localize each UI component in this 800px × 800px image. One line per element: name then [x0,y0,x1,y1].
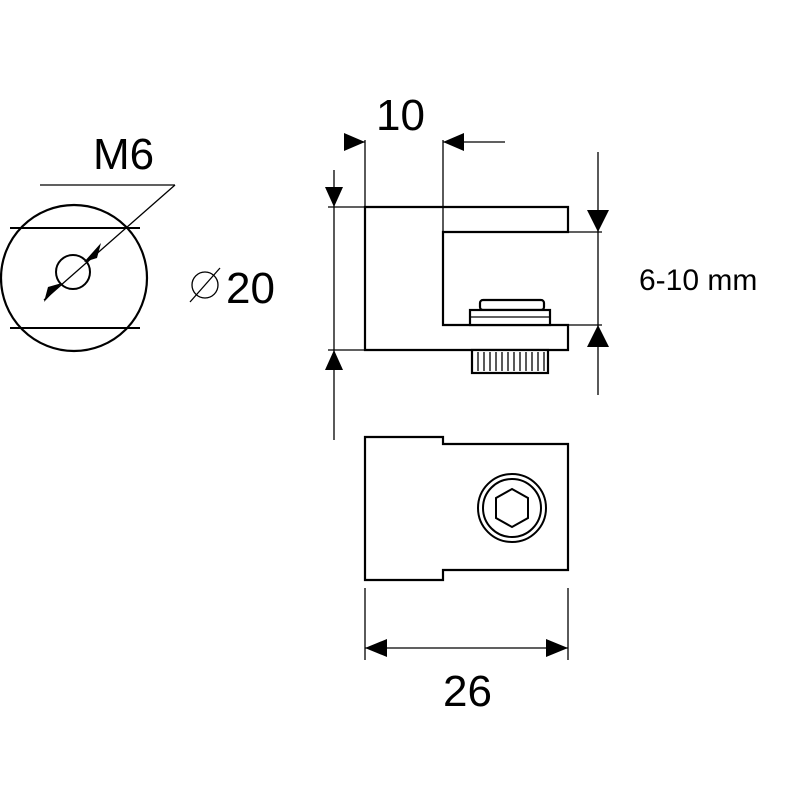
dimg-arrow-bottom [587,325,609,347]
side-view: 10 6-10 mm [325,91,757,440]
m6-arrow-upper [84,243,101,262]
diameter-value: 20 [226,264,275,313]
screw-thread [470,348,550,375]
top-view: 26 [363,435,570,716]
dim10-arrow-right [443,133,464,151]
dim10-arrow-left [344,133,365,151]
screw-head-inner [482,478,542,538]
dimh-arrow-bottom [325,350,343,370]
dimg-arrow-top [587,210,609,232]
diameter-symbol-slash [189,267,221,303]
diameter-callout: 20 [189,264,275,313]
top-view-outline [363,435,570,582]
m6-label: M6 [93,130,154,179]
diameter-symbol-icon [191,271,219,299]
m6-arrow-lower [44,283,62,302]
dim26-label: 26 [443,667,492,716]
dimh-arrow-top [325,187,343,207]
dim26-arrow-right [546,639,568,657]
screw-cap [478,298,546,312]
clip-body-outline [363,205,570,352]
outer-circle [0,203,149,353]
round-view: M6 [0,130,176,353]
glass-range-label: 6-10 mm [639,264,757,297]
m6-leader [43,184,176,301]
thread-lines [477,352,545,371]
dim10-label: 10 [376,91,425,140]
hex-socket-icon [495,487,529,529]
dim26-arrow-left [365,639,387,657]
m6-hole [55,254,91,290]
screw-head-outer [477,473,547,543]
